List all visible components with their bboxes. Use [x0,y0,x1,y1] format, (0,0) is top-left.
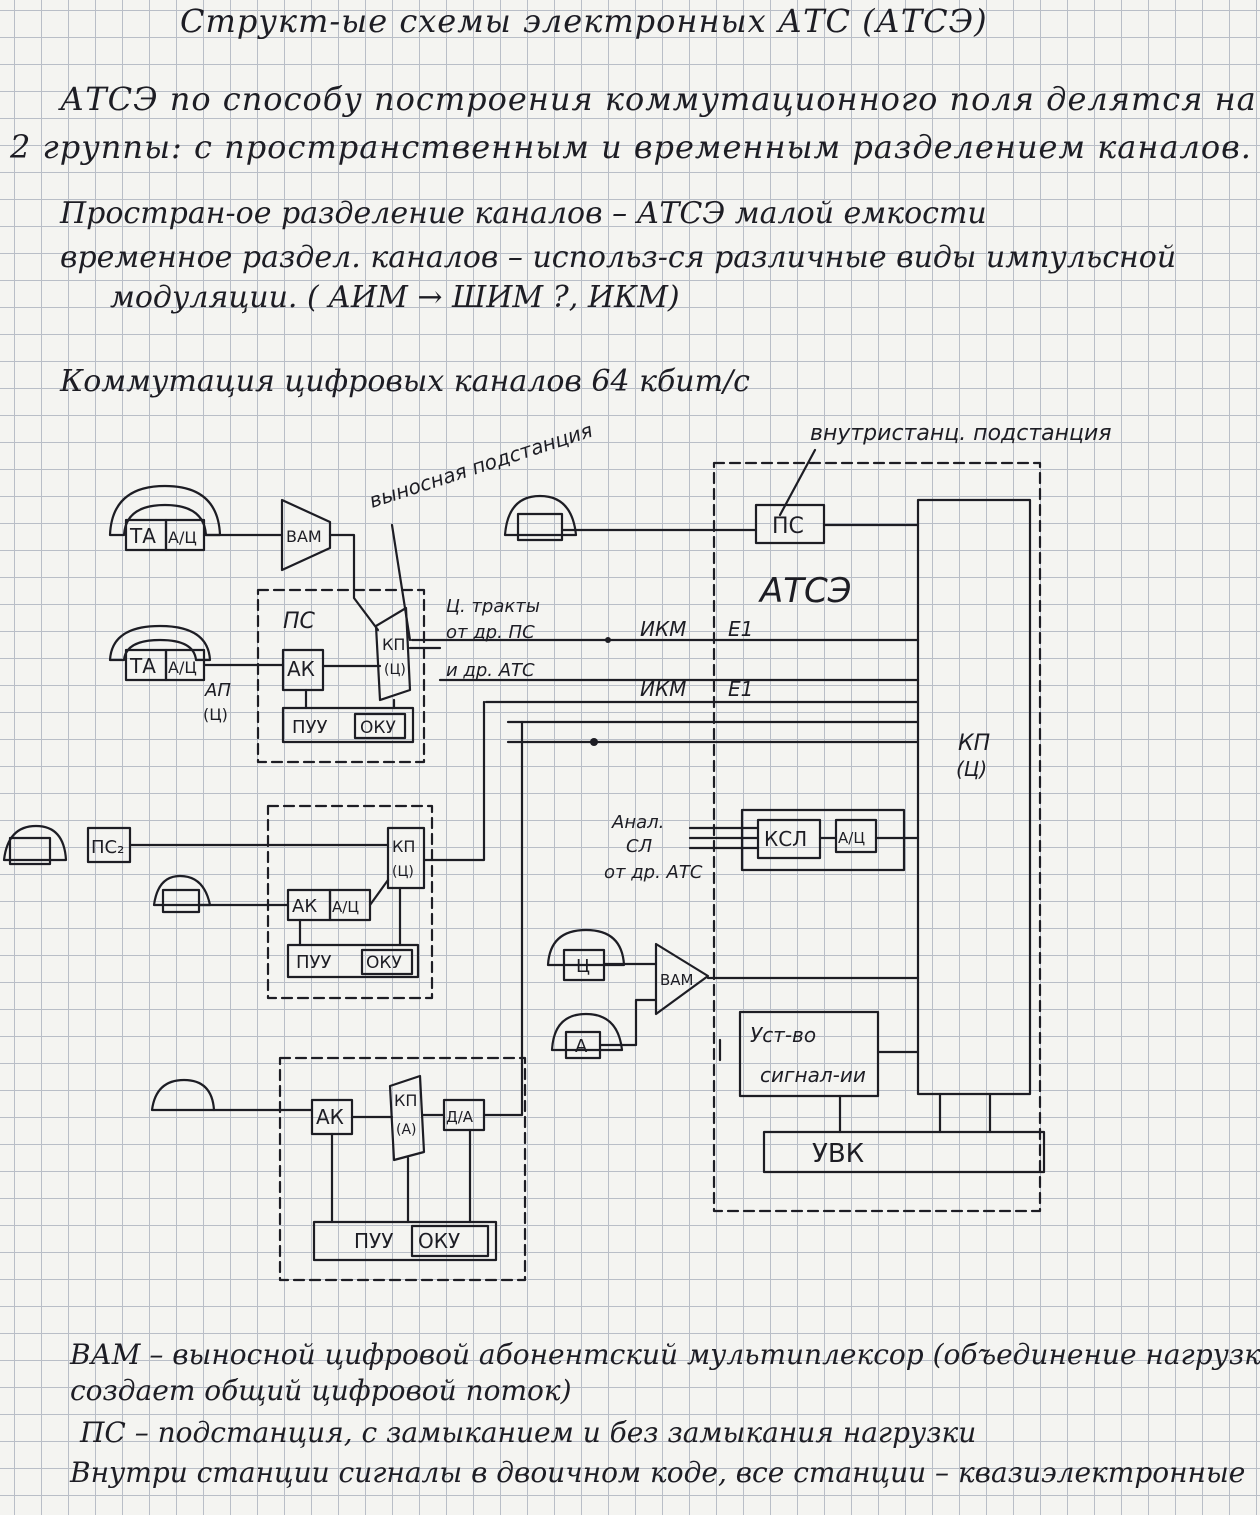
division-line-3: модуляции. ( АИМ → ШИМ ?, ИКМ) [110,280,680,315]
junction-dot [605,637,611,643]
footer-line-3: ПС – подстанция, с замыканием и без замы… [80,1416,977,1449]
vam-label-1: ВАМ [286,527,322,546]
telephone-icon [108,624,212,662]
telephone-icon [546,928,626,967]
digital-switching-note: Коммутация цифровых каналов 64 кбит/с [60,364,750,399]
ad-box-4 [834,818,878,854]
kp-switch-1 [374,606,412,702]
telephone-icon [150,1078,216,1112]
remote-substation-frame [256,588,426,764]
oku-label-3: ОКУ [418,1229,460,1253]
kp-c-label-1: (Ц) [384,662,406,678]
footer-line-1: ВАМ – выносной цифровой абонентский муль… [70,1338,1260,1371]
kp-label-3: КП [394,1091,417,1110]
da-label: Д/А [446,1108,474,1126]
oku-box-2 [360,948,414,976]
wire [482,720,524,1117]
signal-device-label-1: Уст-во [750,1023,816,1047]
puu-label-1: ПУУ [292,717,328,738]
wire [328,533,380,632]
analog-lines-label-1: Анал. [611,812,664,833]
e1-label-1: Е1 [728,617,753,641]
junction-dot [590,738,598,746]
ap-c-label: (Ц) [203,705,228,724]
puu-box-2 [286,943,420,979]
ikm-label-1: ИКМ [640,617,686,641]
ta-label-2: ТА [129,654,156,678]
uvk-label: УВК [812,1139,864,1169]
ad-label-4: А/Ц [838,829,865,847]
intro-line-1: АТСЭ по способу построения коммутационно… [60,80,1257,118]
puu-label-3: ПУУ [354,1229,393,1253]
division-line-1: Простран-ое разделение каналов – АТСЭ ма… [60,196,987,231]
c-box-label: Ц [576,956,590,977]
vam-label-2: ВАМ [660,971,694,989]
oku-label-2: ОКУ [366,953,402,973]
vam-multiplexer-1 [280,498,332,572]
dig-trunks-label-1: Ц. тракты [446,596,540,617]
vam-multiplexer-2 [654,942,710,1016]
oku-box-1 [353,712,407,740]
ksl-frame [740,808,906,872]
ad-label-3: А/Ц [332,898,359,916]
e1-label-2: Е1 [728,677,753,701]
dig-trunks-label-2: от др. ПС [446,622,535,643]
puu-label-2: ПУУ [296,952,332,973]
substation-3-frame [278,1056,527,1282]
atse-label: АТСЭ [758,571,852,611]
ap-label: АП [204,680,231,701]
oku-label-1: ОКУ [360,718,396,738]
kp-switch-3 [388,1074,426,1162]
oku-box-3 [410,1224,490,1258]
ps2-label: ПС₂ [91,837,124,858]
telephone-icon [2,824,68,866]
telephone-icon [152,874,212,914]
ad-label-2: А/Ц [168,658,197,677]
signal-device-label-2: сигнал-ии [760,1063,866,1087]
kp-label-1: КП [382,635,405,654]
ps-label-internal: ПС [772,514,804,539]
kp-a-label-3: (А) [396,1122,417,1138]
telephone-icon [550,1012,624,1052]
ikm-label-2: ИКМ [640,677,686,701]
ak-box-1 [281,648,325,692]
intro-line-2: 2 группы: с пространственным и временным… [10,128,1252,166]
ps-label-1: ПС [283,609,316,634]
ad-label-1: А/Ц [168,528,197,547]
wire [368,878,390,907]
main-kp-block [916,498,1032,1096]
ksl-label: КСЛ [764,827,807,851]
division-line-2: временное раздел. каналов – использ-ся р… [60,240,1177,275]
kp-c-label-2: (Ц) [392,864,414,880]
dig-trunks-label-3: и др. АТС [446,660,535,681]
puu-box-1 [281,706,415,744]
wire [598,998,658,1047]
ak-label-1: АК [287,657,315,681]
signaling-device-box [738,1010,880,1098]
footer-line-4: Внутри станции сигналы в двоичном коде, … [70,1456,1246,1489]
puu-box-3 [312,1220,498,1262]
ta-label-1: ТА [129,524,156,548]
telephone-icon [503,494,578,542]
a-box-label: А [575,1036,588,1057]
ak-label-3: АК [316,1105,344,1129]
main-kp-c-label: (Ц) [956,757,987,781]
substation-2-frame [266,804,434,1000]
ak-label-2: АК [292,896,317,917]
main-kp-label: КП [958,731,990,756]
analog-lines-label-3: от др. АТС [604,862,703,883]
wire [422,700,486,862]
remote-substation-label: выносная подстанция [366,418,595,513]
page-title: Структ-ые схемы электронных АТС (АТСЭ) [180,2,988,40]
internal-substation-label: внутристанц. подстанция [810,421,1112,446]
internal-substation-frame [712,461,1042,1213]
analog-lines-label-2: СЛ [626,836,653,857]
kp-switch-2 [386,826,426,890]
footer-line-2: создает общий цифровой поток) [70,1374,572,1407]
uvk-box [762,1130,1046,1174]
kp-label-2: КП [392,837,415,856]
